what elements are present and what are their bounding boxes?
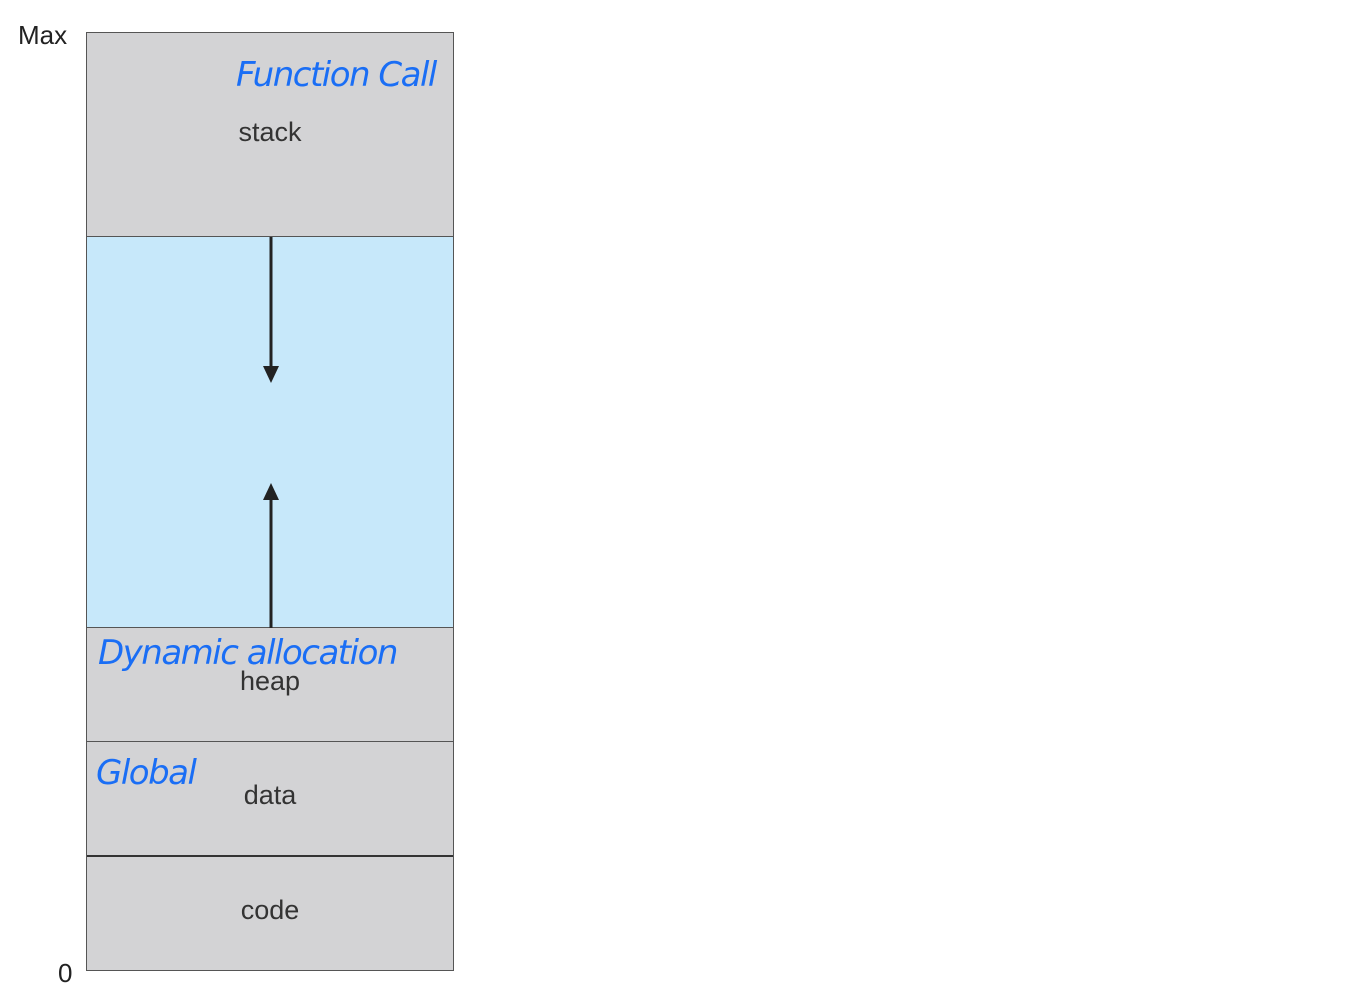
function-call-annotation: Function Call bbox=[236, 55, 437, 95]
global-annotation: Global bbox=[96, 753, 197, 793]
stack-segment: stack bbox=[87, 33, 453, 237]
memory-column: stack heap data code bbox=[86, 32, 454, 971]
code-segment: code bbox=[87, 857, 453, 970]
dynamic-allocation-annotation: Dynamic allocation bbox=[98, 633, 398, 673]
data-segment: data bbox=[87, 742, 453, 857]
zero-address-label: 0 bbox=[58, 958, 73, 988]
heap-segment: heap bbox=[87, 628, 453, 742]
heap-label: heap bbox=[239, 666, 301, 696]
code-label: code bbox=[240, 895, 300, 925]
free-space-segment bbox=[87, 237, 453, 628]
stack-label: stack bbox=[238, 117, 302, 147]
data-label: data bbox=[243, 780, 297, 810]
max-address-label: Max bbox=[18, 20, 68, 50]
